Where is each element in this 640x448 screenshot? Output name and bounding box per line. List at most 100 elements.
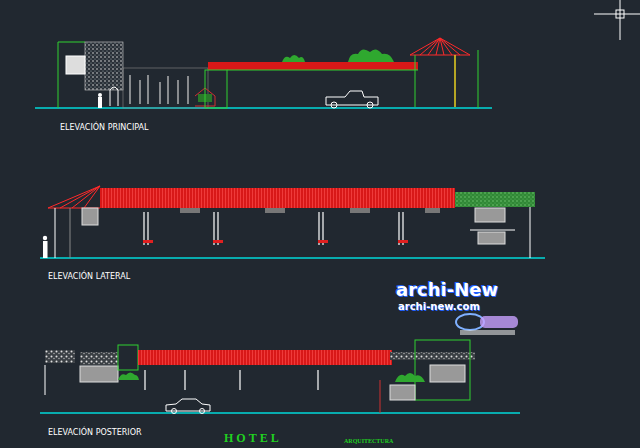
- cursor-crosshair: [594, 0, 640, 40]
- side-elevation-part: [478, 232, 505, 244]
- main-elevation-part-part: [440, 38, 470, 55]
- main-elevation-part: [326, 91, 378, 108]
- side-elevation-part-part: [48, 186, 100, 208]
- side-elevation-part: [82, 208, 98, 225]
- main-elevation-part: [348, 49, 394, 62]
- side-elevation-part: [40, 257, 545, 259]
- side-elevation-part-part: [72, 186, 100, 208]
- main-elevation-part-part: [440, 38, 460, 55]
- main-elevation-part: [454, 55, 456, 107]
- rear-elevation-part: [118, 373, 139, 381]
- side-elevation-part: [470, 230, 515, 231]
- sheet-title: HOTEL: [224, 432, 282, 444]
- rear-elevation-part-part: [317, 370, 318, 390]
- rear-elevation-part-part: [144, 370, 145, 390]
- side-elevation-part-part: [425, 208, 440, 213]
- watermark-logo-part: [456, 314, 484, 330]
- main-elevation-part-part: [187, 76, 188, 104]
- rear-elevation-part-part: [200, 409, 205, 414]
- side-elevation-part-part: [265, 208, 285, 213]
- side-elevation-part-part: [60, 186, 100, 208]
- side-elevation-part: [180, 208, 440, 213]
- side-elevation-part: [55, 208, 56, 258]
- rear-elevation-part: [45, 350, 75, 363]
- main-elevation-part-part: [420, 38, 440, 55]
- main-elevation-part: [410, 38, 470, 55]
- cursor-crosshair-part: [594, 14, 640, 15]
- side-elevation-part-part: [350, 208, 370, 213]
- main-elevation-part: [85, 42, 123, 90]
- cursor-crosshair-part: [616, 10, 624, 18]
- main-elevation-part-part: [436, 38, 440, 55]
- main-elevation: [35, 38, 492, 108]
- rear-elevation-part: [80, 352, 118, 365]
- side-elevation-part: [70, 208, 71, 258]
- side-elevation-part: [48, 186, 100, 208]
- side-elevation-part-part: [43, 236, 47, 240]
- main-elevation-part-part: [326, 91, 378, 105]
- side-elevation-part: [455, 192, 535, 207]
- side-elevation-part: [100, 188, 455, 208]
- main-elevation-part: [205, 70, 227, 108]
- watermark-logo: archi-New: [396, 281, 498, 299]
- watermark-logo-part: [460, 330, 515, 335]
- main-elevation-part: [35, 107, 492, 109]
- view-title: ELEVACIÓN PRINCIPAL: [60, 124, 149, 132]
- side-elevation-part: [43, 236, 48, 258]
- main-elevation-part: [282, 55, 305, 62]
- side-elevation-part-part: [213, 240, 223, 243]
- side-elevation-part-part: [43, 241, 48, 258]
- main-elevation-part-part: [129, 75, 130, 104]
- rear-elevation-part-part: [239, 370, 240, 390]
- rear-elevation: [40, 340, 520, 414]
- view-title: ELEVACIÓN POSTERIOR: [48, 429, 142, 437]
- main-elevation-part: [227, 70, 418, 71]
- main-elevation-part-part: [410, 38, 440, 55]
- main-elevation-part: [123, 68, 208, 108]
- rear-elevation-part: [118, 345, 138, 370]
- side-elevation-part: [530, 207, 531, 258]
- side-elevation-part: [455, 192, 535, 207]
- rear-elevation-part: [45, 365, 46, 395]
- side-elevation-part-part: [180, 208, 200, 213]
- main-elevation-part: [66, 56, 85, 74]
- rear-elevation-part: [395, 373, 425, 382]
- watermark-url: archi-new.com: [398, 302, 480, 312]
- view-title: ELEVACIÓN LATERAL: [48, 273, 130, 281]
- side-elevation-part-part: [398, 240, 408, 243]
- rear-elevation-part: [380, 380, 381, 413]
- cursor-crosshair-part: [620, 0, 621, 40]
- rear-elevation-part: [166, 399, 210, 414]
- rear-elevation-part: [145, 370, 318, 390]
- main-elevation-part-part: [410, 55, 470, 56]
- main-elevation-part-part: [167, 76, 168, 104]
- main-elevation-part: [58, 42, 85, 108]
- main-elevation-part-part: [331, 102, 337, 108]
- main-elevation-part: [130, 75, 188, 104]
- side-elevation: [40, 186, 545, 258]
- rear-elevation-part: [40, 412, 520, 414]
- side-elevation-part-part: [143, 240, 153, 243]
- main-elevation-part-part: [159, 82, 160, 104]
- main-elevation-part: [110, 87, 118, 106]
- main-elevation-part: [208, 62, 418, 70]
- main-elevation-part: [478, 50, 479, 108]
- side-elevation-part-part: [318, 240, 328, 243]
- main-elevation-part-part: [139, 80, 140, 104]
- side-elevation-part: [144, 212, 403, 245]
- rear-elevation-part: [415, 340, 470, 400]
- rear-elevation-part-part: [184, 370, 185, 390]
- subject-label: ARQUITECTURA: [344, 438, 393, 444]
- rear-elevation-part-part: [172, 409, 177, 414]
- rear-elevation-part: [138, 350, 392, 365]
- side-elevation-part: [143, 240, 408, 243]
- main-elevation-part: [415, 55, 416, 107]
- main-elevation-part-part: [147, 75, 148, 104]
- main-elevation-part-part: [98, 93, 102, 97]
- side-elevation-part-part: [84, 186, 100, 208]
- watermark-logo: [456, 314, 518, 335]
- main-elevation-part-part: [428, 38, 440, 55]
- main-elevation-part-part: [98, 97, 102, 108]
- watermark-logo-part: [480, 316, 518, 328]
